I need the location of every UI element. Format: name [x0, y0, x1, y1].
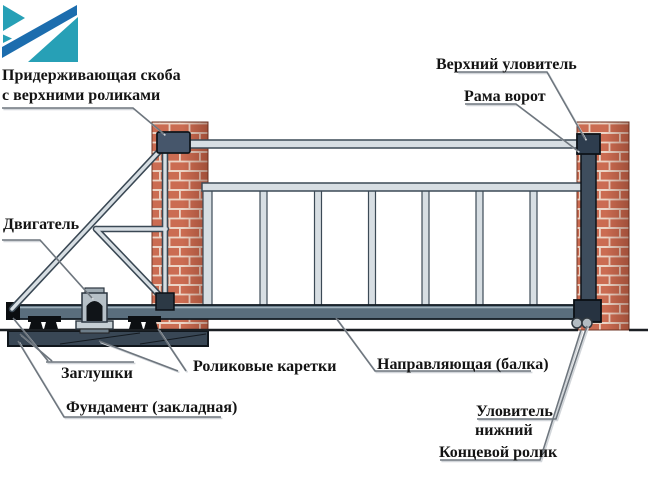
label-guide-beam: Направляющая (балка) — [377, 356, 549, 373]
roller-carriage-right — [128, 316, 161, 329]
brand-logo-icon — [2, 5, 78, 62]
label-end-roller: Концевой ролик — [439, 444, 558, 461]
truss-bottom-connector — [155, 292, 175, 311]
label-upper-catcher: Верхний уловитель — [436, 56, 577, 73]
label-end-caps: Заглушки — [61, 365, 133, 382]
guide-beam — [6, 302, 591, 320]
label-gate-frame: Рама ворот — [464, 88, 546, 105]
motor — [75, 287, 114, 334]
cantilever-truss — [8, 139, 175, 313]
label-holding-bracket-line2: с верхними роликами — [2, 87, 161, 104]
gate-top-rail — [187, 139, 583, 149]
holding-bracket — [156, 131, 191, 154]
label-motor: Двигатель — [3, 216, 80, 233]
roller-carriage-left — [28, 316, 61, 329]
gate-frame-post — [580, 136, 597, 321]
label-foundation: Фундамент (закладная) — [66, 399, 238, 416]
upper-catcher — [576, 133, 601, 155]
label-holding-bracket-line1: Придерживающая скоба — [2, 67, 181, 84]
gate-lattice-bars — [202, 185, 538, 308]
label-lower-catcher-line1: Уловитель — [476, 403, 553, 420]
label-lower-catcher-line2: нижний — [475, 422, 533, 439]
label-roller-carriages: Роликовые каретки — [193, 358, 337, 375]
gate-middle-rail — [201, 182, 584, 192]
leader-lines — [2, 71, 590, 463]
